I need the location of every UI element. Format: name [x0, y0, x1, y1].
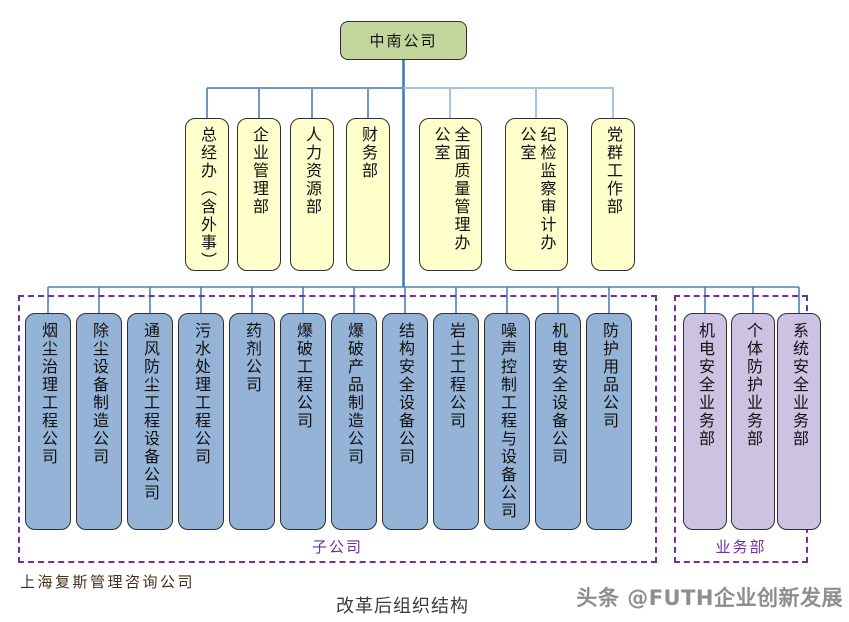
department-box-5: 全面质量管理办公室: [419, 118, 482, 271]
subsidiary-box-6: 爆破工程公司: [280, 313, 326, 530]
department-box-2: 企业管理部: [237, 118, 281, 271]
department-label: 纪检监察审计办公室: [517, 126, 557, 252]
business-unit-box-3: 系统安全业务部: [777, 313, 821, 530]
department-box-1: 总经办（含外事）: [185, 118, 229, 271]
business-unit-box-2: 个体防护业务部: [731, 313, 775, 530]
subsidiary-box-7: 爆破产品制造公司: [331, 313, 377, 530]
department-label: 总经办（含外事）: [198, 126, 217, 270]
subsidiary-box-3: 通风防尘工程设备公司: [127, 313, 173, 530]
subsidiary-label: 防护用品公司: [600, 322, 619, 430]
subsidiary-box-9: 岩土工程公司: [433, 313, 479, 530]
subsidiary-label: 机电安全设备公司: [549, 322, 568, 466]
subsidiary-box-8: 结构安全设备公司: [382, 313, 428, 530]
brand-credit: 上海复斯管理咨询公司: [20, 573, 196, 591]
subsidiary-label: 噪声控制工程与设备公司: [498, 322, 517, 520]
subsidiary-label: 污水处理工程公司: [192, 322, 211, 466]
department-label: 全面质量管理办公室: [431, 126, 471, 252]
level2-connectors: [206, 87, 614, 119]
subsidiaries-group-frame: 子公司: [18, 295, 657, 563]
subsidiaries-group-label: 子公司: [311, 538, 363, 556]
department-label: 党群工作部: [604, 126, 623, 216]
subsidiary-box-2: 除尘设备制造公司: [76, 313, 122, 530]
subsidiary-box-4: 污水处理工程公司: [178, 313, 224, 530]
subsidiary-label: 通风防尘工程设备公司: [141, 322, 160, 502]
business-unit-label: 机电安全业务部: [696, 322, 715, 448]
subsidiary-label: 药剂公司: [243, 322, 262, 394]
subsidiary-box-12: 防护用品公司: [586, 313, 632, 530]
business-unit-box-1: 机电安全业务部: [683, 313, 727, 530]
caption: 改革后组织结构: [336, 596, 469, 617]
department-label: 人力资源部: [303, 126, 322, 216]
root-company-label: 中南公司: [369, 32, 438, 50]
department-label: 企业管理部: [250, 126, 269, 216]
subsidiary-label: 爆破产品制造公司: [345, 322, 364, 466]
subsidiary-label: 岩土工程公司: [447, 322, 466, 430]
subsidiary-box-10: 噪声控制工程与设备公司: [484, 313, 530, 530]
business-unit-label: 系统安全业务部: [790, 322, 809, 448]
department-box-4: 财务部: [346, 118, 390, 271]
department-label: 财务部: [359, 126, 378, 180]
subsidiary-label: 烟尘治理工程公司: [39, 322, 58, 466]
watermark: 头条 @FUTH企业创新发展: [576, 586, 843, 610]
subsidiary-label: 除尘设备制造公司: [90, 322, 109, 466]
subsidiary-box-5: 药剂公司: [229, 313, 275, 530]
department-box-6: 纪检监察审计办公室: [505, 118, 568, 271]
subsidiary-label: 爆破工程公司: [294, 322, 313, 430]
department-box-7: 党群工作部: [591, 118, 635, 271]
business-unit-label: 个体防护业务部: [744, 322, 763, 448]
business-units-group-label: 业务部: [715, 538, 767, 556]
subsidiary-box-11: 机电安全设备公司: [535, 313, 581, 530]
subsidiary-label: 结构安全设备公司: [396, 322, 415, 466]
department-box-3: 人力资源部: [290, 118, 334, 271]
root-company-box: 中南公司: [340, 21, 467, 60]
subsidiary-box-1: 烟尘治理工程公司: [25, 313, 71, 530]
